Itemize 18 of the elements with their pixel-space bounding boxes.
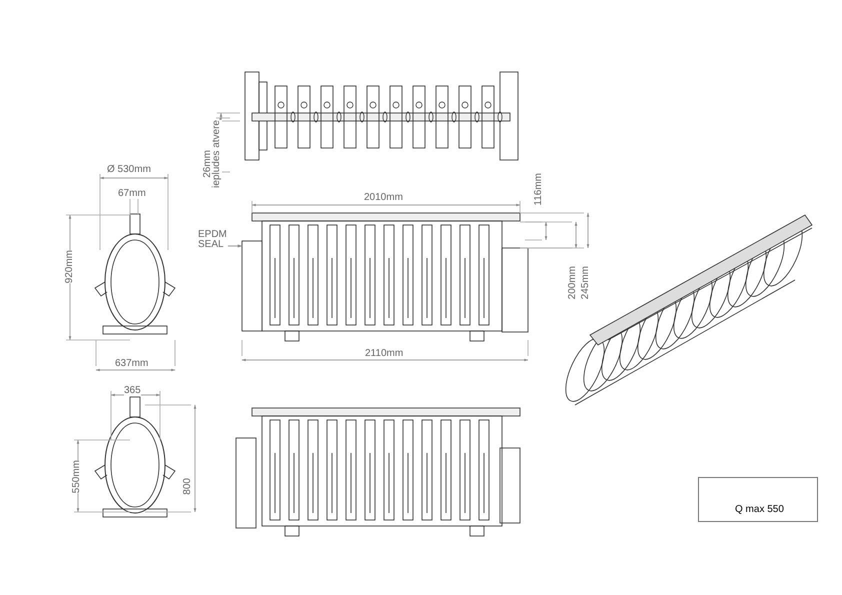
- dimension-text: 245mm: [580, 266, 591, 300]
- inlet-note: iepludes atvere: [211, 120, 222, 188]
- dimension-text: 2010mm: [364, 192, 403, 203]
- dimension-text: 920mm: [64, 250, 75, 284]
- dimension-text: 637mm: [115, 358, 148, 369]
- dimension-text: 2110mm: [365, 348, 404, 359]
- seal-ring: [242, 240, 262, 332]
- callout-text: EPDM SEAL: [198, 230, 227, 250]
- dimension-text: 116mm: [533, 173, 544, 206]
- dimension-text: 365: [124, 385, 141, 396]
- dimension-text: 67mm: [118, 188, 146, 199]
- rating-text: Q max 550: [735, 504, 784, 515]
- title-block: [698, 477, 818, 522]
- dimension-text: Ø 530mm: [107, 164, 151, 175]
- dimension-text: 200mm: [567, 266, 578, 300]
- leader-line: [228, 244, 242, 248]
- dimension-text: 800: [182, 478, 193, 495]
- dimension-text: 550mm: [71, 460, 82, 494]
